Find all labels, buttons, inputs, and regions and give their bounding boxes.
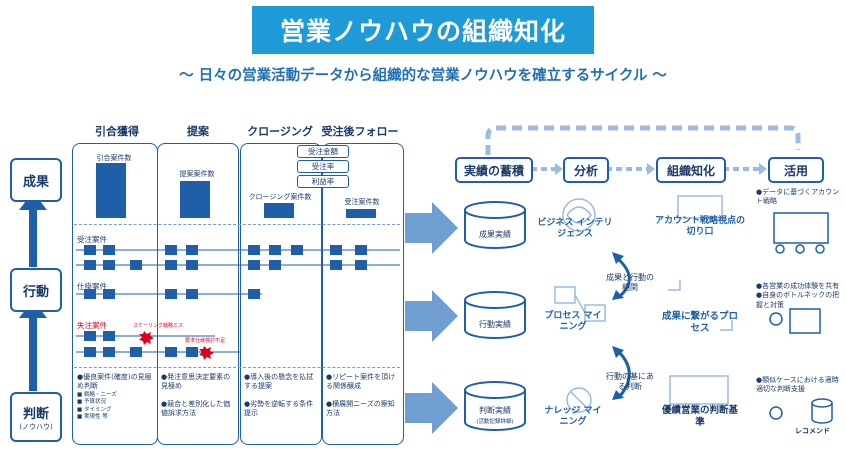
cylinder-judgment-label: 判断実績 [479, 406, 511, 415]
database-icon [811, 398, 833, 408]
cycle-loop [485, 125, 801, 155]
label-action: 行動 [10, 268, 62, 312]
column-head-3: クロージング [247, 125, 313, 138]
label-judgment: 判断 (ノウハウ) [10, 392, 62, 442]
judgment-text-4: ●リピート案件を頂ける関係醸成 ●横展開ニーズの察知方法 [326, 373, 398, 419]
judgment-text-1-sub-4: ■ 実現性 等 [77, 414, 108, 421]
column-head-1: 引合獲得 [95, 125, 139, 138]
column-head-4: 受注後フォロー [321, 125, 399, 138]
judgment-text-2-b: ●競合と差別化した価値訴求方法 [161, 399, 231, 418]
judgment-text-1: ●優良案件(確度)の見極め判断 ■ 戦略・ニーズ ■ 予算状況 ■ タイミング … [77, 373, 153, 422]
row-label-lost: 失注案件 [77, 321, 107, 330]
bi-brain-icon [562, 198, 596, 232]
judgment-text-1-sub-1: ■ 戦略・ニーズ [77, 391, 117, 398]
panel-col-4 [322, 143, 404, 445]
recommend-person-icon [769, 406, 783, 420]
up-arrow-lower-shaft [29, 315, 37, 391]
analysis-icons [554, 198, 606, 413]
analysis-process-mining: プロセス マイニング [544, 311, 602, 332]
cylinders [464, 201, 526, 431]
row-label-pending: 仕掛案件 [77, 282, 107, 291]
knowledge-criteria: 優績営業の判断基準 [662, 405, 739, 428]
result-bar-2 [180, 181, 210, 218]
relation-result-action: 成果と行動の相関 [606, 273, 654, 293]
cylinder-result-label: 成果実績 [479, 230, 511, 239]
use-note-2: ●各営業の成功体験を共有 ●自身のボトルネックの把握と対策 [756, 282, 844, 310]
separator-result-action [74, 224, 400, 225]
judgment-text-3: ●導入後の懸念を払拭する提案 ●劣勢を逆転する条件提示 [244, 373, 316, 419]
page-title: 営業ノウハウの組織知化 [252, 6, 594, 54]
criteria-icon [669, 375, 729, 405]
cycle-utilize: 活用 [768, 157, 824, 183]
up-arrow-upper-shaft [29, 207, 37, 267]
row-label-won: 受注案件 [77, 235, 107, 244]
arrow-to-result [405, 202, 458, 254]
judgment-text-1-sub-3: ■ タイミング [77, 406, 112, 413]
result-label-1: 引合案件数 [96, 154, 132, 162]
label-result-text: 成果 [22, 174, 49, 190]
knowledge-icons [668, 195, 733, 405]
judgment-text-2-a: ●発注意思決定要素の見極め [161, 373, 231, 391]
analysis-bi: ビジネス インテリジェンス [537, 218, 613, 239]
use-icons [769, 212, 833, 424]
separator-action-judgment [74, 367, 400, 368]
knowledge-process: 成果に繋がるプロセス [662, 311, 739, 334]
label-judgment-text: 判断 [22, 406, 49, 422]
result-label-4: 受注案件数 [344, 198, 380, 206]
knowledge-mining-icon [566, 387, 592, 413]
cylinder-action-label: 行動実績 [479, 320, 511, 329]
judgment-text-3-a: ●導入後の懸念を払拭する提案 [244, 373, 314, 391]
cycle-accumulate: 実績の蓄積 [455, 157, 533, 183]
page-subtitle: 〜 日々の営業活動データから組織的な営業ノウハウを確立するサイクル 〜 [179, 68, 667, 84]
arrow-to-action [405, 290, 458, 342]
use-note-2-a: ●各営業の成功体験を共有 [756, 282, 840, 290]
label-judgment-sub: (ノウハウ) [19, 422, 53, 431]
analysis-knowledge-mining: ナレッジ マイニング [544, 406, 602, 427]
judgment-text-3-b: ●劣勢を逆転する条件提示 [244, 399, 314, 418]
team-icon [769, 312, 783, 326]
use-note-2-b: ●自身のボトルネックの把握と対策 [756, 291, 840, 309]
result-bar-1 [96, 163, 126, 218]
metric-order-amount: 受注金額 [297, 145, 349, 158]
process-mining-icon [554, 286, 576, 304]
metric-order-rate: 受注率 [297, 160, 349, 173]
judgment-text-4-b: ●横展開ニーズの察知方法 [326, 399, 395, 418]
relation-action-judgment: 行動の基にある判断 [606, 372, 654, 392]
use-note-3-a: ●類似ケースにおける適時適切な判断支援 [756, 376, 839, 394]
knowledge-account: アカウント戦略視点の切り口 [655, 216, 746, 238]
recommend-label: レコメンド [795, 427, 830, 435]
cycle-analyze: 分析 [563, 157, 609, 183]
column-head-2: 提案 [187, 125, 209, 138]
judgment-text-2: ●発注意思決定要素の見極め ●競合と差別化した価値訴求方法 [161, 373, 233, 419]
metric-profit-rate: 利益率 [297, 175, 349, 188]
account-strategy-icon [677, 195, 723, 219]
result-label-3: クロージング案件数 [248, 193, 312, 201]
result-bar-3 [264, 203, 294, 218]
arrow-to-judgment [405, 382, 458, 434]
cycle-organize: 組織知化 [656, 157, 726, 183]
label-result: 成果 [10, 158, 62, 202]
judgment-text-1-main: ●優良案件(確度)の見極め判断 [77, 373, 152, 391]
judgment-text-1-sub-2: ■ 予算状況 [77, 399, 106, 406]
alert-label-2: 要求仕様検討不足 [185, 338, 226, 344]
result-label-2: 提案案件数 [179, 170, 215, 178]
use-note-3: ●類似ケースにおける適時適切な判断支援 [756, 376, 844, 395]
cylinder-judgment-sub: (活動記録詳細) [476, 419, 514, 425]
alert-label-1: スケーリング戦略ミス [133, 323, 184, 329]
result-bar-4 [346, 209, 376, 218]
label-action-text: 行動 [22, 284, 49, 300]
process-icon [668, 280, 733, 331]
use-note-1-a: ●データに基づくアカウント戦略 [756, 188, 840, 206]
presentation-icon [773, 212, 829, 244]
judgment-text-4-a: ●リピート案件を頂ける関係醸成 [326, 373, 396, 391]
use-note-1: ●データに基づくアカウント戦略 [756, 188, 844, 207]
